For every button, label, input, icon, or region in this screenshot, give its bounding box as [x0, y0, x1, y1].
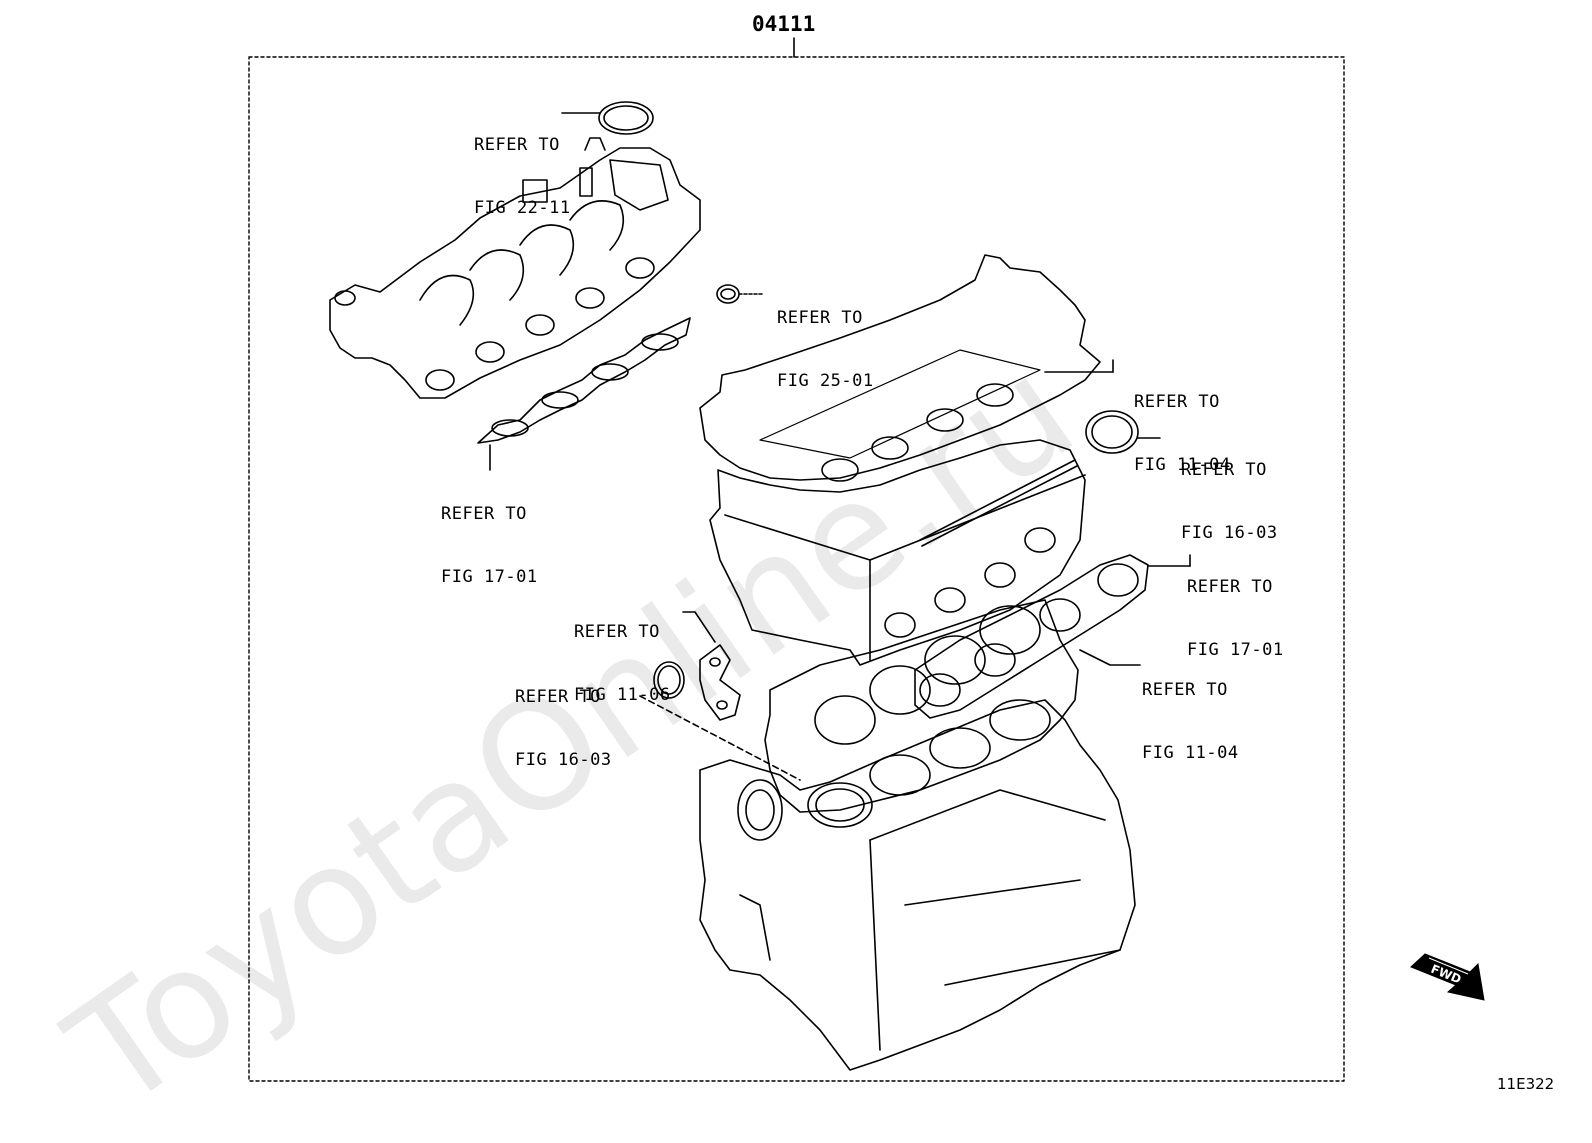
cylinder-head-gasket [764, 599, 1079, 813]
callout-fig-25-01[interactable]: REFER TO FIG 25-01 [777, 266, 874, 434]
callout-line-1: REFER TO [1134, 392, 1220, 412]
illustration-code: 11E322 [1497, 1075, 1555, 1093]
water-outlet-gasket [699, 644, 741, 721]
callout-line-1: REFER TO [1181, 460, 1267, 480]
throttle-gasket-ring [598, 101, 654, 135]
callout-line-2: FIG 16-03 [515, 750, 612, 770]
round-gasket-right [1085, 410, 1139, 454]
callout-fig-22-11[interactable]: REFER TO FIG 22-11 [474, 93, 571, 261]
diagram-canvas: FWD [248, 37, 1485, 1082]
callout-line-1: REFER TO [441, 504, 527, 524]
cylinder-block-drawing [699, 699, 1136, 1071]
round-gasket-left [653, 661, 685, 699]
callout-fig-11-06[interactable]: REFER TO FIG 11-06 [574, 580, 671, 748]
forward-direction-arrow: FWD [1410, 953, 1485, 1001]
callout-line-1: REFER TO [1142, 680, 1228, 700]
callout-line-2: FIG 11-04 [1134, 455, 1231, 475]
callout-fig-17-01-right[interactable]: REFER TO FIG 17-01 [1187, 535, 1284, 703]
part-number: 04111 [752, 12, 816, 36]
kit-frame [248, 56, 1345, 1082]
intake-manifold-drawing [329, 137, 701, 399]
parts-diagram: ToyotaOnline.ru [40, 12, 1555, 1143]
callout-line-1: REFER TO [1187, 577, 1273, 597]
callout-line-2: FIG 17-01 [441, 567, 538, 587]
callout-line-2: FIG 16-03 [1181, 523, 1278, 543]
callout-line-1: REFER TO [574, 622, 660, 642]
callout-fig-16-03-left[interactable]: REFER TO FIG 16-03 [515, 645, 612, 813]
callout-line-1: REFER TO [777, 308, 863, 328]
callout-line-1: REFER TO [474, 135, 560, 155]
callout-line-2: FIG 11-06 [574, 685, 671, 705]
callout-line-2: FIG 17-01 [1187, 640, 1284, 660]
callout-line-2: FIG 22-11 [474, 198, 571, 218]
callout-fig-11-04-bottom[interactable]: REFER TO FIG 11-04 [1142, 638, 1239, 806]
callout-fig-17-01-left[interactable]: REFER TO FIG 17-01 [441, 462, 538, 630]
cylinder-head-cover-gasket [699, 254, 1101, 481]
callout-fig-11-04-top[interactable]: REFER TO FIG 11-04 [1134, 350, 1231, 518]
callout-line-2: FIG 25-01 [777, 371, 874, 391]
callout-line-2: FIG 11-04 [1142, 743, 1239, 763]
callout-fig-16-03-right[interactable]: REFER TO FIG 16-03 [1181, 418, 1278, 586]
cylinder-head-drawing [709, 383, 1086, 666]
intake-manifold-gasket [477, 317, 691, 444]
callout-line-1: REFER TO [515, 687, 601, 707]
